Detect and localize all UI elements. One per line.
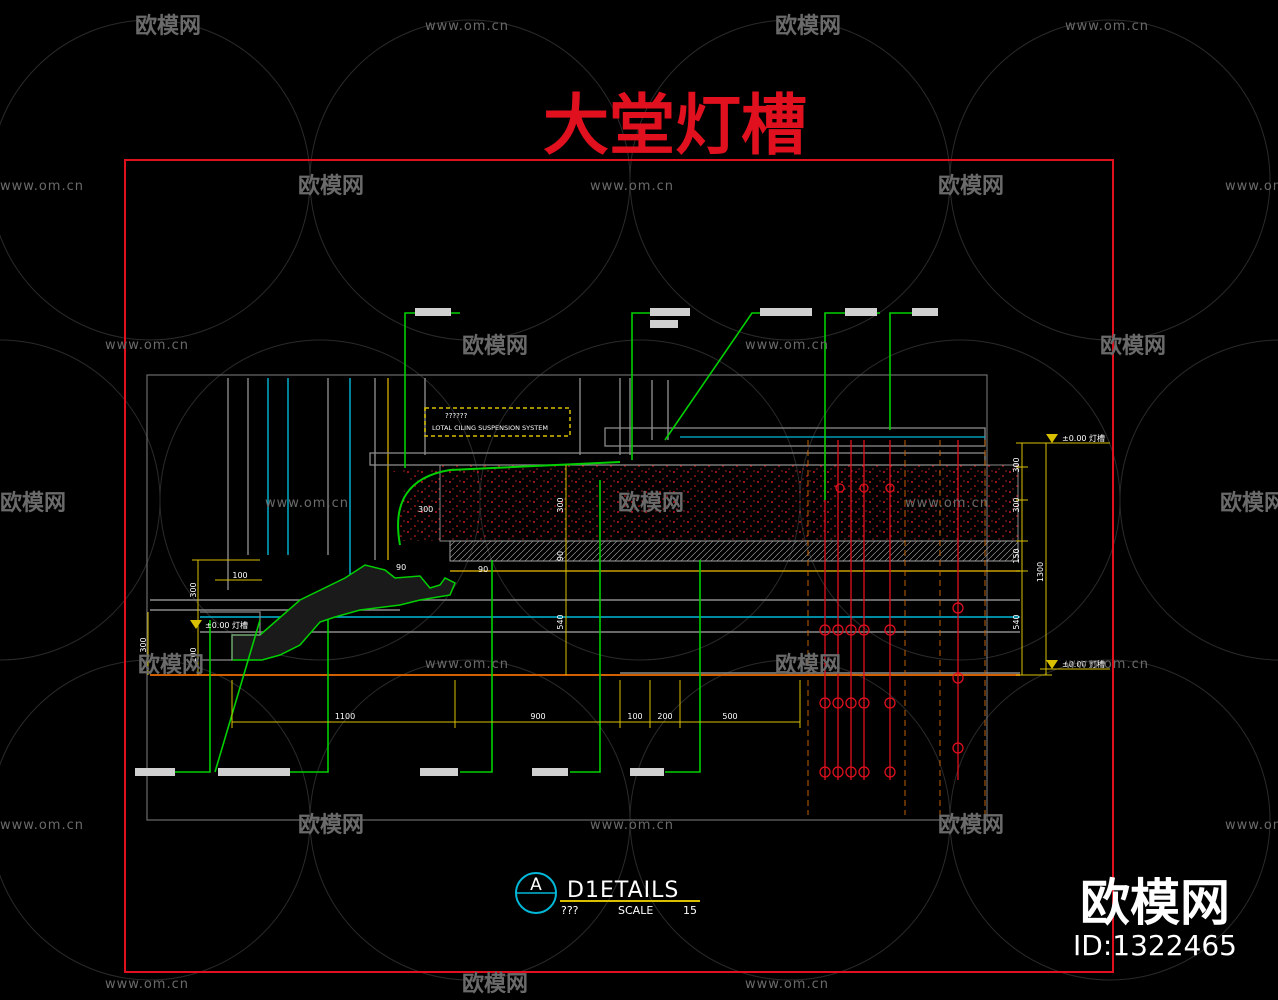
dim-bottom-5: 500 [722, 712, 737, 721]
watermark-url: www.om.cn [1225, 179, 1278, 194]
watermark-url: www.om.cn [105, 977, 189, 992]
dim-right-1: 300 [1012, 457, 1021, 472]
dim-inner-5: 90 [396, 563, 406, 572]
circuit-dash-lines [807, 440, 986, 815]
dim-left-3: 300 [139, 637, 148, 652]
left-dimension-chain [147, 559, 262, 675]
note-tag-line1: ?????? [445, 412, 468, 420]
right-dimension-chain [1016, 442, 1052, 676]
watermark-url: www.om.cn [1065, 19, 1149, 34]
bottom-dimension-chain [231, 680, 801, 728]
watermark-url: www.om.cn [0, 818, 84, 833]
watermark-url: www.om.cn [745, 338, 829, 353]
watermark-brand: 欧模网 [938, 173, 1004, 199]
details-name: D1ETAILS [567, 878, 679, 903]
dim-right-outer: 1300 [1036, 562, 1045, 582]
hatched-band [449, 540, 1019, 562]
corner-brand-id: ID:1322465 [1073, 929, 1237, 962]
watermark-brand: 欧模网 [298, 812, 364, 838]
dim-right-2: 300 [1012, 497, 1021, 512]
watermark-url: www.om.cn [590, 818, 674, 833]
dim-bottom-3: 100 [627, 712, 642, 721]
upper-ceiling-panels [369, 427, 986, 466]
watermark-brand: 欧模网 [1100, 333, 1166, 359]
level-marker-left: ±0.00 灯槽 [190, 620, 248, 630]
watermark-url: www.om.cn [0, 179, 84, 194]
dim-inner-6: 90 [478, 565, 488, 574]
dim-inner-4: 300 [418, 505, 433, 514]
details-letter: A [530, 875, 542, 895]
cove-curve-fill [390, 470, 440, 541]
watermark-brand: 欧模网 [298, 173, 364, 199]
dim-left-4: 100 [189, 647, 198, 662]
watermark-brand: 欧模网 [135, 13, 201, 39]
watermark-url: www.om.cn [425, 657, 509, 672]
watermark-brand: 欧模网 [775, 13, 841, 39]
note-tag-line2: LOTAL CILING SUSPENSION SYSTEM [432, 424, 548, 432]
watermark-url: www.om.cn [590, 179, 674, 194]
crown-molding-step [200, 611, 261, 661]
details-scale-label: SCALE [618, 904, 653, 917]
corner-brand-name: 欧模网 [1080, 874, 1230, 932]
watermark-brand: 欧模网 [462, 333, 528, 359]
crown-molding [231, 564, 456, 661]
watermark-brand: 欧模网 [618, 490, 684, 516]
watermark-brand: 欧模网 [138, 652, 204, 678]
left-dimension-values: 300 100 300 100 [139, 571, 248, 663]
inner-dimension-values: 300 90 540 300 90 90 [396, 465, 567, 675]
watermarks: 欧模网 www.om.cn 欧模网 www.om.cn www.om.cn 欧模… [0, 13, 1278, 997]
dim-inner-1: 300 [556, 497, 565, 512]
drawing-border-frame [124, 159, 1114, 973]
watermark-url: www.om.cn [905, 496, 989, 511]
details-subtitle: ??? [561, 904, 579, 917]
dim-inner-2: 90 [556, 551, 565, 561]
dim-bottom-2: 900 [530, 712, 545, 721]
watermark-brand: 欧模网 [462, 971, 528, 997]
right-dimension-values: 1300 300 300 150 540 [1012, 457, 1045, 629]
level-left-label: ±0.00 灯槽 [205, 620, 248, 630]
dim-left-1: 300 [189, 582, 198, 597]
dim-bottom-4: 200 [657, 712, 672, 721]
bottom-dimension-values: 1100 900 100 200 500 [335, 712, 738, 721]
details-title-block: A D1ETAILS ??? SCALE 15 [515, 872, 700, 917]
watermark-url: www.om.cn [425, 19, 509, 34]
dim-right-3: 150 [1012, 548, 1021, 563]
note-tag: ?????? LOTAL CILING SUSPENSION SYSTEM [424, 407, 571, 437]
watermark-url: www.om.cn [745, 977, 829, 992]
watermark-url: www.om.cn [1225, 818, 1278, 833]
watermark-url: www.om.cn [1065, 657, 1149, 672]
watermark-url: www.om.cn [265, 496, 349, 511]
watermark-url: www.om.cn [105, 338, 189, 353]
details-scale-value: 15 [683, 904, 697, 917]
watermark-brand: 欧模网 [938, 812, 1004, 838]
watermark-brand: 欧模网 [0, 490, 66, 516]
leader-labels [135, 308, 938, 776]
circuit-nodes [819, 483, 964, 778]
dim-bottom-1: 1100 [335, 712, 355, 721]
dim-right-4: 540 [1012, 614, 1021, 629]
dim-inner-3: 540 [556, 614, 565, 629]
dim-left-2: 100 [232, 571, 247, 580]
cove-body-fill [439, 464, 1019, 542]
level-upper-label: ±0.00 灯槽 [1062, 433, 1105, 443]
cove-curve [397, 461, 621, 546]
level-lower-label: ±0.00 灯槽 [1062, 659, 1105, 669]
level-marker-upper: ±0.00 灯槽 [1040, 433, 1110, 444]
drawing-title: 大堂灯槽 [543, 87, 807, 164]
watermark-brand: 欧模网 [775, 652, 841, 678]
level-marker-lower: ±0.00 灯槽 [1040, 659, 1110, 670]
detail-outline [146, 374, 988, 821]
watermark-brand: 欧模网 [1220, 490, 1278, 516]
